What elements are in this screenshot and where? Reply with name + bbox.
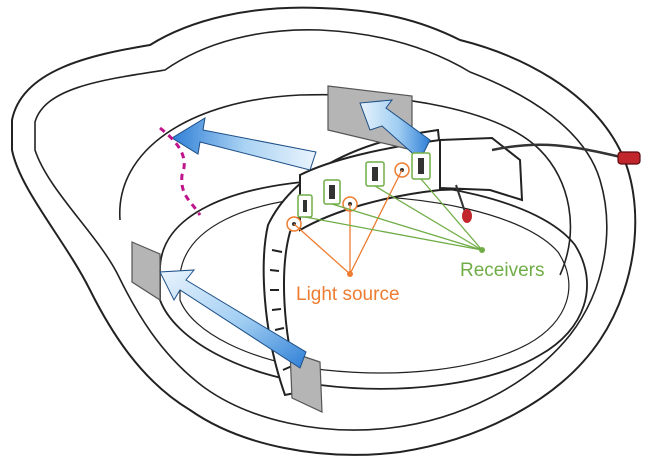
headband-scale xyxy=(269,249,293,371)
arrow-bottom xyxy=(159,269,307,369)
arrow-top xyxy=(359,99,431,161)
helmet-brim-outer xyxy=(11,6,637,456)
light-source-lines xyxy=(293,169,403,275)
marker-dashed-line xyxy=(159,126,202,216)
light-source-node xyxy=(347,271,353,277)
helmet-brim-inner xyxy=(34,29,608,431)
helmet-outline xyxy=(11,6,637,456)
receiver-node xyxy=(479,247,485,253)
light-source-label: Light source xyxy=(296,284,400,305)
cable-plug xyxy=(617,151,641,165)
temperature-probe xyxy=(455,184,467,216)
arrow-left xyxy=(171,117,317,171)
clip-left xyxy=(131,241,161,302)
cable xyxy=(491,143,626,160)
receiver-slots xyxy=(303,158,424,212)
controller-box xyxy=(439,136,524,202)
strap-arrows xyxy=(159,99,431,369)
receivers-label: Receivers xyxy=(460,260,545,281)
receiver-lines xyxy=(304,178,483,251)
probe-tip xyxy=(462,209,472,223)
